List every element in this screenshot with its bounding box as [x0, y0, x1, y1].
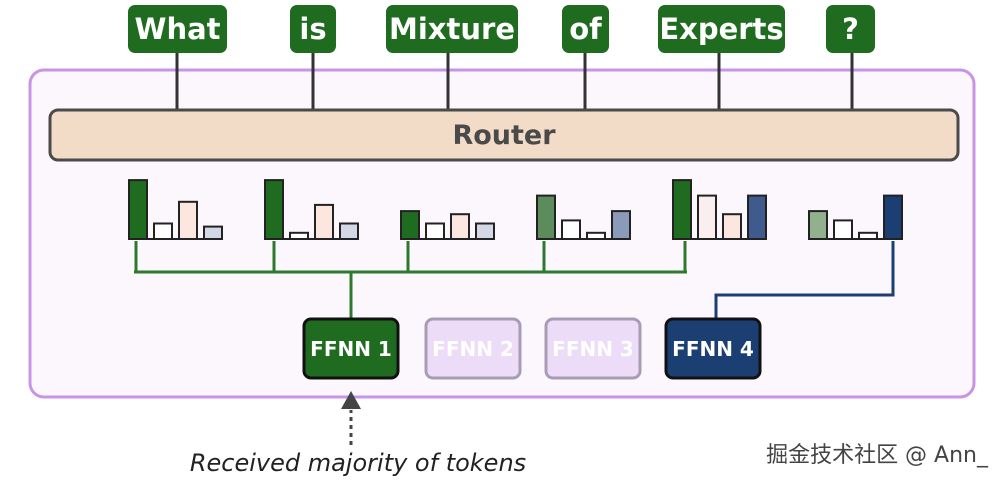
expert-label: FFNN 4 — [672, 337, 754, 361]
expert-box — [424, 317, 522, 380]
routing-bar — [722, 213, 742, 240]
token-pill — [826, 5, 875, 53]
token-stems — [175, 50, 854, 111]
expert-box — [302, 317, 400, 380]
annotation-arrow — [341, 391, 361, 445]
tokens: What is Mixture of Experts? — [128, 5, 875, 53]
router-label: Router — [452, 120, 556, 151]
token-pill — [128, 5, 227, 53]
token-label: What — [134, 12, 220, 46]
routing-bar — [808, 210, 828, 241]
token-label: ? — [842, 12, 859, 46]
router-box — [48, 108, 960, 162]
routing-bars — [128, 179, 903, 241]
annotation-caption: Received majority of tokens — [190, 449, 526, 477]
annotation-arrow-head — [341, 391, 361, 409]
experts: FFNN 1 FFNN 2 FFNN 3 FFNN 4 — [302, 317, 762, 380]
routing-bar — [128, 179, 148, 241]
routing-bar — [153, 222, 173, 240]
routing-bar — [833, 219, 853, 240]
expert-box — [664, 317, 762, 380]
token-pill — [562, 5, 609, 53]
routing-bar — [883, 194, 903, 241]
routing-bar — [400, 210, 420, 241]
routing-bar — [203, 225, 223, 241]
routing-bar — [450, 213, 470, 240]
routing-bar — [475, 222, 495, 240]
routing-bar — [314, 203, 334, 240]
routing-bar — [264, 179, 284, 241]
watermark: 掘金技术社区 @ Ann_ — [766, 443, 989, 468]
token-label: Experts — [659, 12, 783, 46]
routing-bar — [536, 194, 556, 241]
expert-label: FFNN 1 — [310, 337, 392, 361]
routing-bar — [672, 179, 692, 241]
route-line-ffnn4 — [714, 241, 895, 319]
token-label: Mixture — [389, 12, 515, 46]
token-pill — [290, 5, 336, 53]
routing-bar — [561, 219, 581, 240]
routing-bar — [611, 210, 631, 241]
token-label: is — [299, 12, 326, 46]
token-pill — [658, 5, 785, 53]
routing-bar — [747, 194, 767, 241]
token-pill — [386, 5, 518, 53]
routing-bar — [339, 222, 359, 240]
routing-bar — [178, 200, 198, 241]
expert-label: FFNN 3 — [552, 337, 634, 361]
expert-box — [544, 317, 642, 380]
token-label: of — [569, 12, 602, 46]
routing-lines — [134, 241, 895, 319]
expert-label: FFNN 2 — [432, 337, 514, 361]
routing-bar — [425, 222, 445, 240]
routing-bar — [697, 194, 717, 241]
